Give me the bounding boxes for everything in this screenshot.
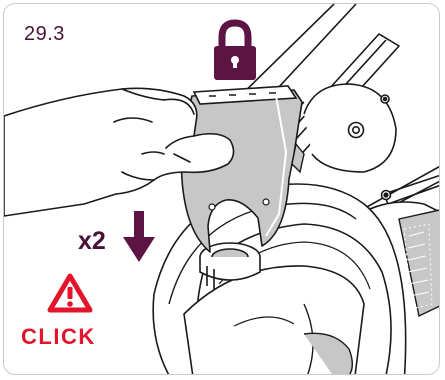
arrow-down-icon	[122, 211, 156, 263]
panel-frame: 29.3 x2 CLICK	[3, 3, 440, 375]
warning-triangle-icon	[47, 272, 93, 314]
lock-icon	[210, 18, 260, 82]
frame-hub	[304, 84, 396, 200]
step-number: 29.3	[24, 23, 65, 46]
push-count-label: x2	[78, 227, 106, 256]
click-label: CLICK	[21, 324, 96, 350]
